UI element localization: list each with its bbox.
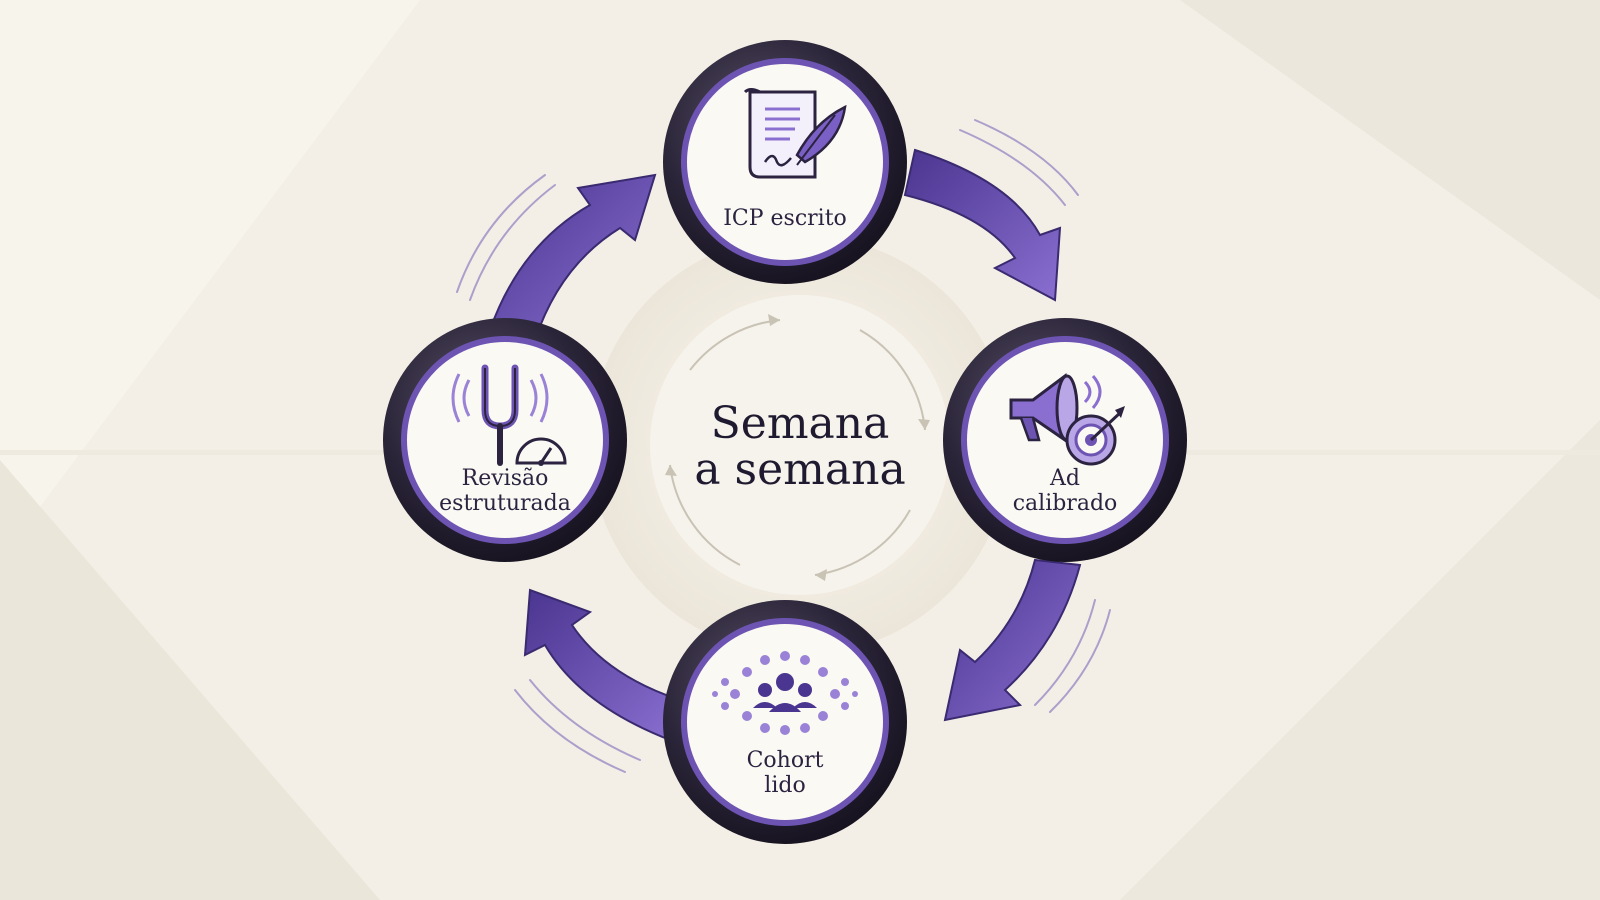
node-cohort-label-2: lido — [764, 773, 805, 798]
node-ad-label-1: Ad — [1049, 466, 1080, 491]
inner-cycle-arrows — [665, 314, 930, 581]
node-icp: ICP escrito — [663, 40, 907, 284]
center-title-line-2: a semana — [694, 444, 905, 495]
node-cohort: Cohort lido — [663, 600, 907, 844]
motion-lines — [456, 119, 1111, 773]
scroll-quill-icon — [743, 88, 847, 179]
arrow-revisao-to-icp — [488, 173, 657, 342]
node-icp-label-1: ICP escrito — [723, 206, 847, 231]
arrow-ad-to-cohort — [943, 558, 1082, 722]
node-ad-label-2: calibrado — [1013, 491, 1118, 516]
arrow-icp-to-ad — [903, 148, 1062, 302]
tuning-fork-gauge-icon — [451, 364, 567, 466]
node-ad: Ad calibrado — [943, 318, 1187, 562]
crowd-icon — [712, 651, 858, 735]
cycle-arrows — [488, 148, 1082, 742]
center-title-line-1: Semana — [711, 398, 890, 449]
node-revisao-label-2: estruturada — [439, 491, 571, 516]
arrow-cohort-to-revisao — [523, 588, 682, 742]
node-revisao-label-1: Revisão — [462, 466, 549, 491]
center-inner-disk — [650, 295, 950, 595]
megaphone-target-icon — [1009, 373, 1125, 466]
node-cohort-label-1: Cohort — [747, 748, 824, 773]
node-revisao: Revisão estruturada — [383, 318, 627, 562]
